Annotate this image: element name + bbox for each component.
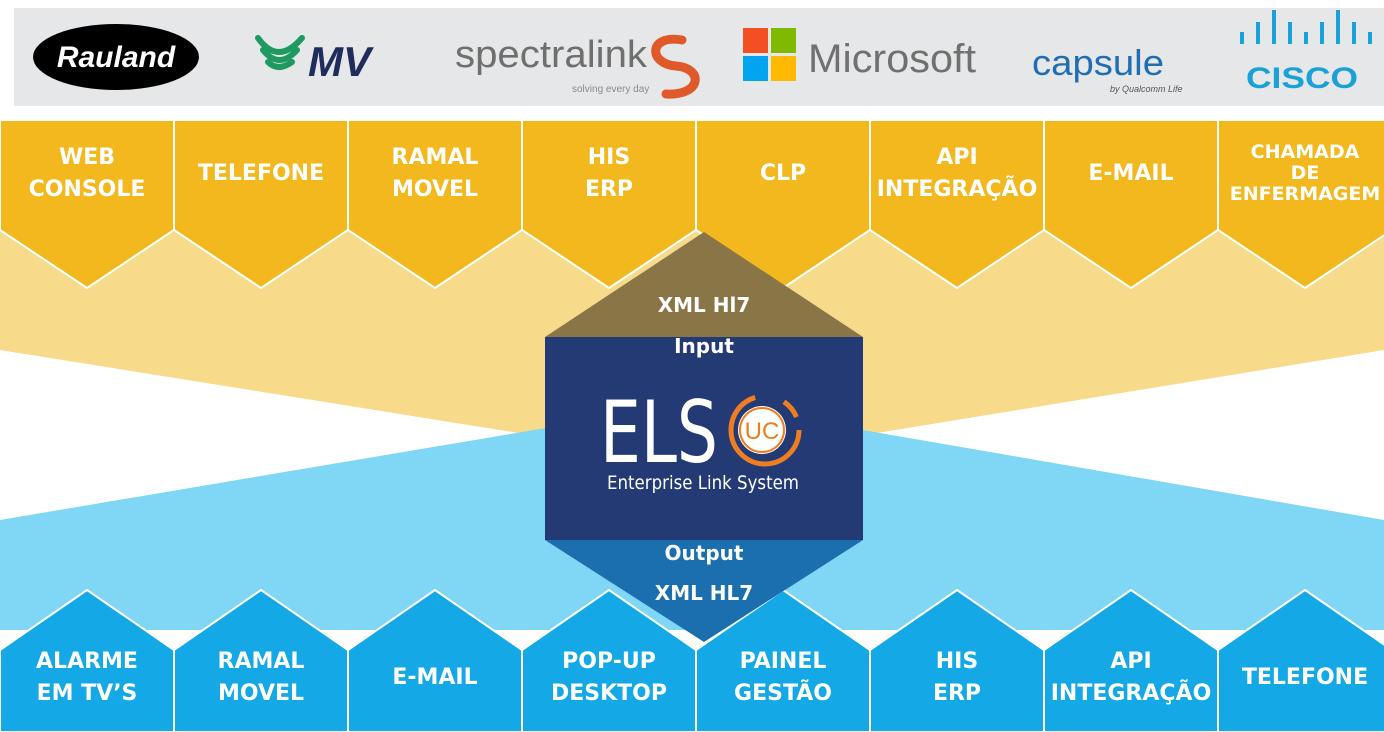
- input-source-label-line: MOVEL: [392, 177, 478, 202]
- mv-logo: MV: [255, 35, 374, 85]
- els-logo-text: ELS: [600, 383, 718, 483]
- uc-badge-icon: UC: [728, 393, 802, 467]
- output-target-tile: [1217, 588, 1384, 732]
- input-source-tile: [0, 119, 175, 290]
- rauland-logo: Rauland: [33, 24, 199, 90]
- cisco-logo-text: CISCO: [1246, 62, 1358, 95]
- input-source-label-line: DE: [1291, 162, 1320, 184]
- input-source-label: HIS ERP: [585, 145, 633, 202]
- cisco-bars-icon: [1240, 10, 1372, 44]
- output-target-label: TELEFONE: [1242, 665, 1368, 690]
- input-cap: [545, 232, 863, 337]
- input-cap-line1: XML Hl7: [658, 293, 751, 317]
- microsoft-logo-text: Microsoft: [808, 37, 976, 81]
- input-source-label-line: API: [936, 145, 977, 170]
- input-source-label-line: E-MAIL: [1088, 161, 1173, 186]
- output-target-label-line: EM TV’S: [37, 681, 138, 706]
- capsule-logo: capsule by Qualcomm Life: [1032, 42, 1183, 94]
- output-target-label: HIS ERP: [933, 649, 981, 706]
- input-source-label-line: HIS: [588, 145, 630, 170]
- uc-badge-text: UC: [745, 418, 780, 445]
- output-target-label-line: E-MAIL: [392, 665, 477, 690]
- input-source-tile: [695, 119, 871, 290]
- output-target-label-line: ERP: [933, 681, 981, 706]
- output-target-label-line: ALARME: [36, 649, 138, 674]
- capsule-logo-text: capsule: [1032, 42, 1164, 83]
- partner-logo-bar: [14, 8, 1384, 106]
- input-source-label-line: ENFERMAGEM: [1230, 183, 1381, 205]
- input-cap-line2: Input: [674, 334, 734, 358]
- input-band: [0, 119, 1384, 290]
- capsule-tagline: by Qualcomm Life: [1110, 84, 1183, 94]
- els-core-hexagon: XML Hl7 Input ELS UC Enterprise Link Sys…: [545, 232, 863, 642]
- input-labels: WEB CONSOLE TELEFONE RAMAL MOVEL HIS ERP CLP API…: [29, 141, 1381, 205]
- input-source-label: E-MAIL: [1088, 161, 1173, 186]
- input-source-label: API INTEGRAÇÃO: [877, 145, 1038, 202]
- output-target-label-line: POP-UP: [562, 649, 656, 674]
- output-target-label-line: TELEFONE: [1242, 665, 1368, 690]
- input-source-label: RAMAL MOVEL: [392, 145, 479, 202]
- mv-logo-text: MV: [308, 38, 374, 85]
- output-target-label: E-MAIL: [392, 665, 477, 690]
- input-source-tile: [1217, 119, 1384, 290]
- input-source-tile: [1043, 119, 1219, 290]
- output-target-label: POP-UP DESKTOP: [551, 649, 667, 706]
- input-source-label-line: RAMAL: [392, 145, 479, 170]
- input-source-tile: [173, 119, 349, 290]
- output-target-label-line: HIS: [936, 649, 978, 674]
- spectralink-logo-text: spectralink: [455, 34, 648, 76]
- spectralink-swoosh-icon: [651, 34, 700, 99]
- input-source-label-line: INTEGRAÇÃO: [877, 176, 1038, 202]
- spectralink-logo: spectralink solving every day: [455, 34, 700, 99]
- microsoft-logo: Microsoft: [743, 28, 976, 81]
- output-target-label-line: INTEGRAÇÃO: [1051, 680, 1212, 706]
- output-target-label-line: MOVEL: [218, 681, 304, 706]
- rauland-logo-text: Rauland: [57, 41, 176, 74]
- els-subtitle: Enterprise Link System: [607, 472, 799, 494]
- output-labels: ALARME EM TV’S RAMAL MOVEL E-MAIL POP-UP DESKT…: [36, 649, 1368, 706]
- output-target-label-line: API: [1110, 649, 1151, 674]
- output-band: [0, 588, 1384, 732]
- output-cap: [545, 540, 863, 642]
- input-source-label-line: ERP: [585, 177, 633, 202]
- input-source-label-line: CHAMADA: [1251, 141, 1360, 163]
- input-source-tile: [347, 119, 523, 290]
- input-source-label-line: WEB: [59, 145, 115, 170]
- output-target-label-line: PAINEL: [740, 649, 827, 674]
- input-source-label-line: CONSOLE: [29, 177, 146, 202]
- cisco-logo: CISCO: [1240, 10, 1372, 95]
- output-target-label: ALARME EM TV’S: [36, 649, 138, 706]
- output-target-label: API INTEGRAÇÃO: [1051, 649, 1212, 706]
- input-source-label: WEB CONSOLE: [29, 145, 146, 202]
- output-target-label-line: DESKTOP: [551, 681, 667, 706]
- input-source-label: TELEFONE: [198, 161, 324, 186]
- spectralink-tagline: solving every day: [572, 84, 649, 95]
- input-source-tile: [869, 119, 1045, 290]
- output-target-label-line: GESTÃO: [734, 680, 832, 706]
- input-source-label-line: TELEFONE: [198, 161, 324, 186]
- core-body: [545, 337, 863, 540]
- output-target-label-line: RAMAL: [218, 649, 305, 674]
- output-target-label: PAINEL GESTÃO: [734, 649, 832, 706]
- output-cap-line2: XML HL7: [655, 581, 753, 605]
- input-source-label-line: CLP: [760, 161, 806, 186]
- input-source-tile: [521, 119, 697, 290]
- input-source-label: CLP: [760, 161, 806, 186]
- output-target-label: RAMAL MOVEL: [218, 649, 305, 706]
- output-cap-line1: Output: [665, 541, 744, 565]
